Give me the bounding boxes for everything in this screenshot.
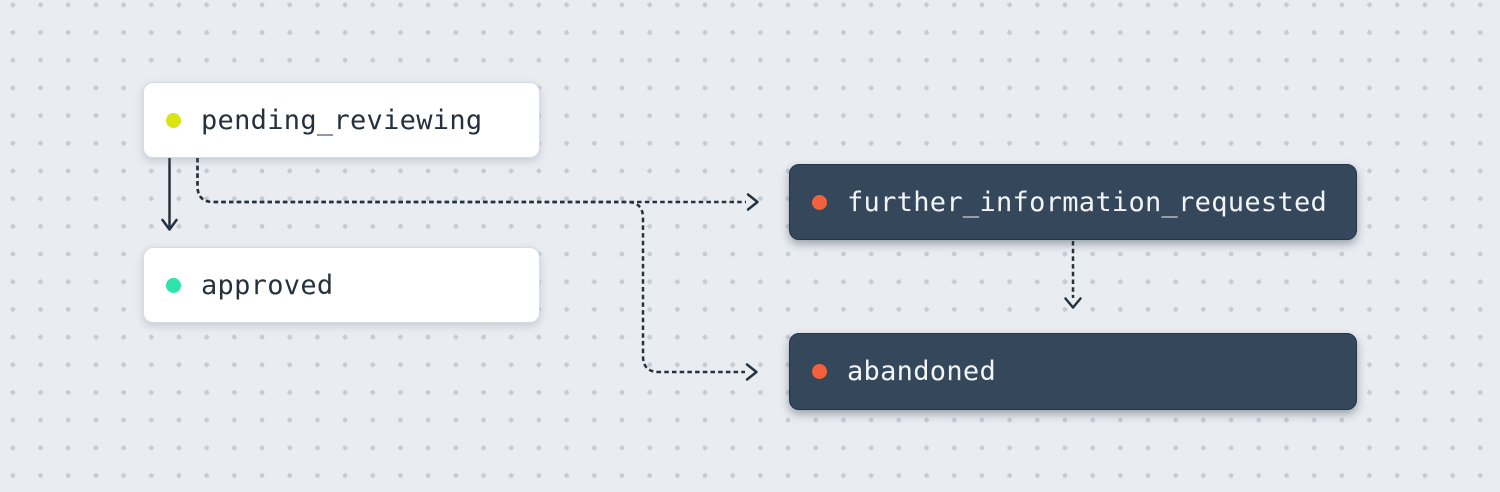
status-dot-abandoned <box>812 364 827 379</box>
node-label: abandoned <box>847 356 996 387</box>
node-approved[interactable]: approved <box>143 247 540 323</box>
edge-pending-to-approved <box>161 158 178 231</box>
edge-pending-to-further <box>196 158 759 211</box>
status-dot-further-information-requested <box>812 194 827 210</box>
node-label: further_information_requested <box>847 186 1328 218</box>
node-label: pending_reviewing <box>201 104 483 136</box>
node-pending-reviewing[interactable]: pending_reviewing <box>143 82 540 158</box>
status-dot-approved <box>166 277 181 293</box>
edge-further-to-abandoned <box>1064 241 1082 309</box>
node-label: approved <box>201 269 334 301</box>
node-further-information-requested[interactable]: further_information_requested <box>789 164 1357 240</box>
status-dot-pending <box>166 112 181 128</box>
node-abandoned[interactable]: abandoned <box>789 333 1357 410</box>
